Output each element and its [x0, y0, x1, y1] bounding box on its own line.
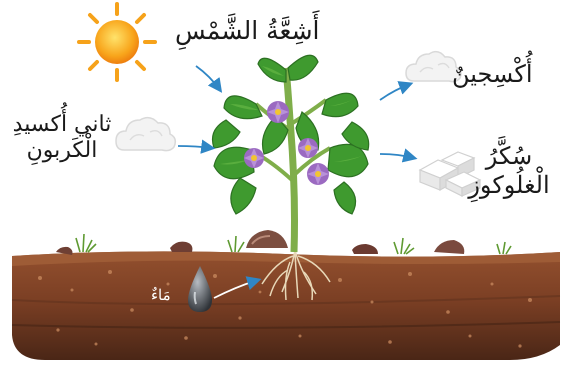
cloud-icon — [116, 118, 175, 151]
arrow-carbon-dioxide — [178, 146, 212, 148]
arrow-glucose — [380, 154, 414, 158]
glucose-label: سُكَّرُ الْغلُوكوزِ — [454, 142, 564, 200]
oxygen-label: أُكْسِجينٌ — [452, 60, 533, 89]
arrow-oxygen — [380, 84, 410, 100]
sunlight-label: أَشِعَّةُ الشَّمْسِ — [175, 16, 320, 46]
soil — [12, 251, 560, 360]
carbon-dioxide-label: ثاني أُكسيدِ الْكَربونِ — [6, 112, 118, 165]
sun-icon — [79, 4, 155, 80]
arrow-sunlight — [196, 66, 220, 90]
water-label: مَاءٌ — [151, 286, 171, 304]
plant-icon — [213, 55, 369, 252]
